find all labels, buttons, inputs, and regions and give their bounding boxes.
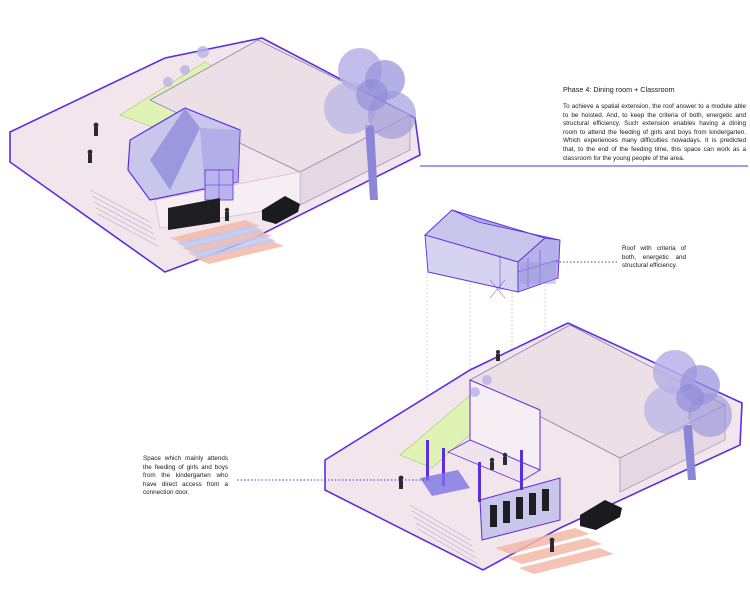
top-small-tree	[197, 46, 209, 58]
bottom-car	[580, 500, 622, 530]
bottom-small-tree	[482, 375, 492, 385]
top-mural	[168, 198, 220, 230]
top-roof-module-dark	[150, 108, 200, 190]
top-small-tree	[163, 77, 173, 87]
top-crosswalk	[170, 220, 284, 264]
roof-module	[424, 209, 561, 299]
top-big-tree	[324, 48, 416, 200]
bottom-blue-floor	[420, 470, 470, 496]
roof-callout: Roof with criteria of both, energetic an…	[622, 245, 686, 270]
bottom-columns	[426, 440, 523, 502]
top-stairs	[89, 189, 159, 247]
bottom-crosswalk	[495, 528, 614, 574]
top-crosswalk-blue	[176, 225, 276, 259]
bottom-big-tree	[644, 350, 732, 480]
phase-title: Phase 4: Dining room + Classroom	[563, 85, 675, 94]
bottom-doors	[490, 489, 549, 527]
top-car	[262, 196, 300, 224]
phase-description: To achieve a spatial extension, the roof…	[563, 103, 746, 162]
bottom-people	[398, 350, 555, 552]
bottom-small-tree	[470, 387, 480, 397]
top-axonometric	[9, 37, 421, 273]
bottom-axonometric	[324, 322, 743, 574]
space-callout: Space which mainly attends the feeding o…	[143, 455, 228, 497]
top-small-tree	[180, 65, 190, 75]
bottom-stairs	[409, 504, 479, 565]
top-people	[87, 122, 230, 221]
